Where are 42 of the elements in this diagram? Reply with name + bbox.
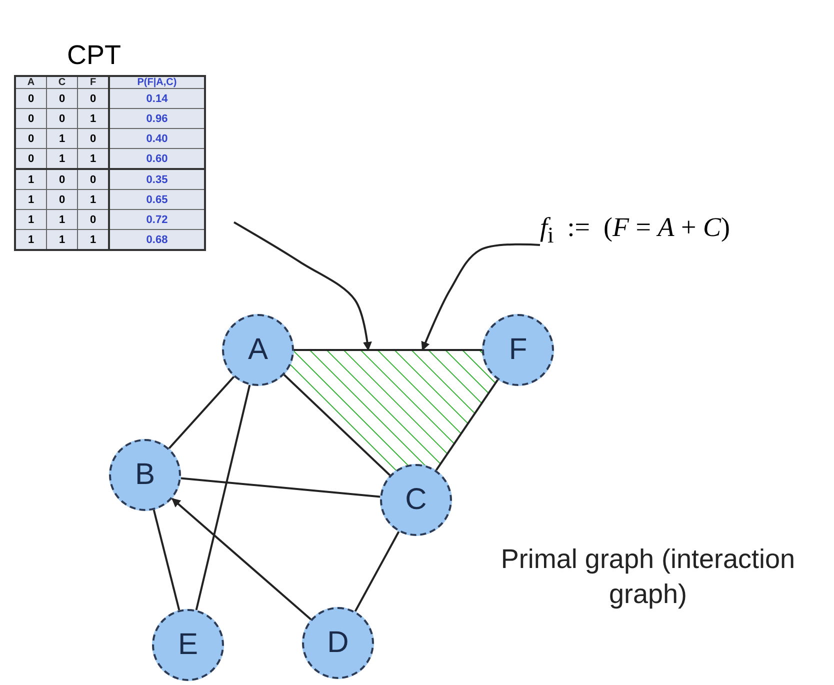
table-title: CPT: [66, 40, 122, 71]
edge-line: [180, 477, 380, 498]
column-header: A: [15, 76, 46, 88]
variable-value: 0: [46, 108, 78, 128]
variable-value: 1: [15, 169, 46, 190]
edge-line: [283, 374, 391, 476]
graph-node: C: [380, 464, 452, 536]
factor-formula: f$_{i}$ := (F = A + C): [540, 212, 730, 248]
variable-value: 1: [15, 190, 46, 210]
probability-value: 0.40: [109, 128, 205, 148]
arrow: [421, 243, 540, 351]
edge-line: [294, 349, 482, 351]
probability-value: 0.14: [109, 88, 205, 108]
variable-value: 0: [46, 88, 78, 108]
edge-line: [168, 376, 235, 449]
edge-line: [195, 384, 251, 610]
column-header: F: [78, 76, 109, 88]
variable-value: 0: [15, 108, 46, 128]
edge-line: [354, 531, 400, 612]
graph-node: B: [109, 439, 181, 511]
graph-node: F: [482, 314, 554, 386]
variable-value: 1: [46, 210, 78, 230]
graph-node: E: [152, 609, 224, 681]
arrow: [234, 221, 372, 351]
variable-value: 0: [46, 169, 78, 190]
variable-value: 1: [15, 210, 46, 230]
variable-value: 0: [15, 88, 46, 108]
edge-line: [152, 510, 180, 610]
arrow: [171, 498, 312, 620]
edge-line: [435, 379, 499, 471]
column-header: P(F|A,C): [109, 76, 205, 88]
graph-node: D: [302, 607, 374, 679]
column-header: C: [46, 76, 78, 88]
variable-value: 0: [15, 128, 46, 148]
probability-value: 0.96: [109, 108, 205, 128]
graph-caption: Primal graph (interaction graph): [500, 543, 796, 612]
graph-node: A: [222, 314, 294, 386]
probability-value: 0.35: [109, 169, 205, 190]
probability-value: 0.72: [109, 210, 205, 230]
probability-value: 0.65: [109, 190, 205, 210]
variable-value: 1: [46, 128, 78, 148]
variable-value: 0: [46, 190, 78, 210]
